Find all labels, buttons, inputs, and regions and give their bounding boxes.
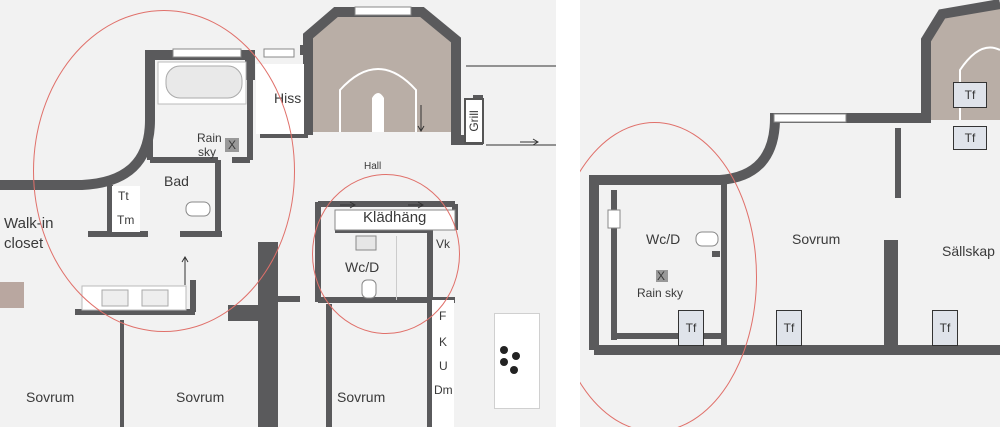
room-label-hall: Hall bbox=[364, 161, 382, 172]
wc-toilet bbox=[695, 231, 719, 247]
storage-column bbox=[432, 300, 454, 427]
toilet bbox=[185, 201, 211, 217]
tf-box: Tf bbox=[932, 310, 958, 346]
room-label-vk: Vk bbox=[436, 237, 451, 251]
walls bbox=[589, 0, 1000, 355]
room-label-k: K bbox=[439, 335, 448, 349]
room-label-sovrum-3: Sovrum bbox=[337, 389, 386, 405]
tf-box: Tf bbox=[678, 310, 704, 346]
tf-box: Tf bbox=[776, 310, 802, 346]
room-label-kladhang: Klädhäng bbox=[363, 209, 427, 226]
sink-basin bbox=[141, 289, 169, 307]
tf-box: Tf bbox=[953, 82, 987, 108]
elevator-shaft bbox=[256, 64, 304, 134]
window bbox=[773, 113, 847, 123]
room-label-rain-sky: Rain sky bbox=[637, 286, 684, 300]
tf-box: Tf bbox=[953, 126, 987, 150]
arrows bbox=[181, 65, 556, 285]
sink-counter bbox=[81, 285, 187, 311]
fireplace-arch bbox=[959, 46, 1000, 120]
floor-plan-left-drawing bbox=[0, 6, 556, 427]
closet-furniture bbox=[0, 282, 24, 308]
room-label-closet: closet bbox=[4, 235, 44, 252]
floor-plan-right-drawing bbox=[589, 0, 1000, 355]
room-label-hiss: Hiss bbox=[274, 90, 302, 106]
clothes-rack bbox=[334, 209, 456, 231]
grill-label: Grill bbox=[467, 110, 481, 132]
windows bbox=[172, 6, 412, 58]
rain-sky-mark: X bbox=[657, 269, 666, 283]
closet-shelf bbox=[112, 186, 140, 232]
room-label-dm: Dm bbox=[434, 383, 453, 397]
room-label-sovrum-1: Sovrum bbox=[26, 389, 75, 405]
cooktop-icon bbox=[500, 346, 520, 374]
room-label-bad: Bad bbox=[164, 173, 189, 189]
rain-sky-mark: X bbox=[228, 138, 237, 152]
room-label-sovrum: Sovrum bbox=[792, 231, 841, 247]
sink-basin bbox=[101, 289, 129, 307]
wc-sink bbox=[607, 209, 621, 229]
room-label-tm: Tm bbox=[117, 213, 135, 227]
floor-plan-left: Grill Walk-in closet Bad Rain sky X Hiss… bbox=[0, 0, 556, 427]
wc-toilet bbox=[361, 279, 377, 299]
wc-divider bbox=[396, 236, 397, 300]
room-label-sallskap: Sällskap bbox=[942, 243, 995, 259]
room-label-sovrum-2: Sovrum bbox=[176, 389, 225, 405]
room-label-sky: sky bbox=[198, 145, 216, 159]
thick-walls bbox=[0, 182, 332, 427]
rain-sky-drain bbox=[225, 138, 239, 152]
wc-sink bbox=[355, 235, 377, 251]
bathtub-basin bbox=[165, 65, 243, 99]
room-label-wc-d: Wc/D bbox=[646, 231, 681, 247]
grill: Grill bbox=[464, 98, 484, 144]
rain-sky-drain bbox=[656, 270, 668, 282]
thick-wall bbox=[884, 240, 898, 350]
fireplace-arch bbox=[339, 68, 417, 132]
floor-plan-right: Tf Tf Tf Tf Tf Wc/D X Rain sky Sovrum Sä… bbox=[580, 0, 1000, 427]
room-label-rain: Rain bbox=[197, 131, 222, 145]
fireplace-opening bbox=[372, 93, 384, 132]
room-label-tt: Tt bbox=[118, 189, 129, 203]
room-label-walk-in: Walk-in bbox=[4, 215, 54, 232]
room-label-f: F bbox=[439, 309, 447, 323]
room-label-wc-d: Wc/D bbox=[345, 259, 380, 275]
room-label-u: U bbox=[439, 359, 448, 373]
